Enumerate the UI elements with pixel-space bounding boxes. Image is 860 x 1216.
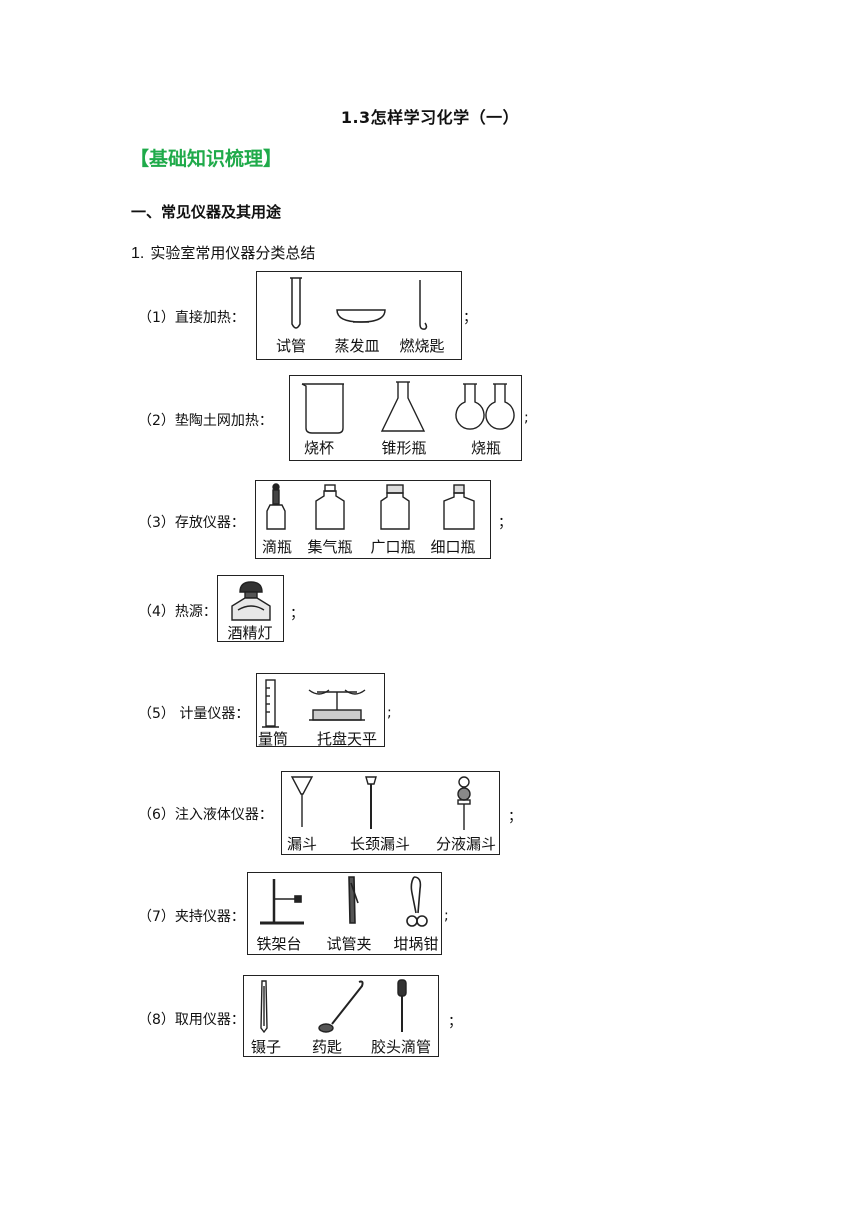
row-label-heat-source: （4）热源： bbox=[138, 604, 217, 620]
row-semicolon: ； bbox=[290, 606, 304, 622]
caption-long-neck-funnel: 长颈漏斗 bbox=[349, 835, 411, 853]
section-header: 【基础知识梳理】 bbox=[130, 148, 283, 170]
beaker-flask-icons bbox=[301, 381, 515, 434]
caption-dropper-bottle: 滴瓶 bbox=[261, 538, 293, 556]
caption-platform-balance: 托盘天平 bbox=[316, 730, 378, 748]
row-semicolon: ； bbox=[448, 1014, 462, 1030]
caption-round-flask: 烧瓶 bbox=[470, 439, 502, 457]
row-semicolon: ； bbox=[463, 310, 477, 326]
subsection-number: 1. bbox=[131, 245, 145, 262]
caption-beaker: 烧杯 bbox=[303, 439, 335, 457]
caption-dropper: 胶头滴管 bbox=[370, 1038, 432, 1056]
row-semicolon: ; bbox=[524, 410, 529, 426]
caption-tweezers: 镊子 bbox=[250, 1038, 282, 1056]
instrument-box-taking: 镊子 药匙 胶头滴管 bbox=[243, 975, 439, 1057]
caption-wide-mouth-bottle: 广口瓶 bbox=[370, 538, 416, 556]
row-semicolon: ; bbox=[444, 908, 449, 924]
row-label-storage: （3）存放仪器： bbox=[138, 515, 245, 531]
test-tube-evaporating-dish-spoon-icons bbox=[290, 277, 428, 330]
alcohol-lamp-icon bbox=[231, 581, 271, 621]
instrument-box-liquid-addition: 漏斗 长颈漏斗 分液漏斗 bbox=[281, 771, 500, 855]
caption-gas-jar: 集气瓶 bbox=[307, 538, 353, 556]
graduated-cylinder-balance-icons bbox=[262, 679, 366, 728]
row-label-measuring: （5） 计量仪器： bbox=[138, 706, 250, 722]
caption-evaporating-dish: 蒸发皿 bbox=[334, 337, 380, 355]
caption-medicine-spoon: 药匙 bbox=[311, 1038, 343, 1056]
caption-iron-stand: 铁架台 bbox=[256, 935, 302, 953]
row-label-gauze-heating: （2）垫陶土网加热： bbox=[138, 413, 273, 429]
caption-conical-flask: 锥形瓶 bbox=[381, 439, 427, 457]
subsection-text: 实验室常用仪器分类总结 bbox=[150, 244, 316, 262]
caption-separatory-funnel: 分液漏斗 bbox=[435, 835, 497, 853]
bottle-icons bbox=[266, 483, 475, 530]
instrument-box-direct-heating: 试管 蒸发皿 燃烧匙 bbox=[256, 271, 462, 360]
caption-crucible-tongs: 坩埚钳 bbox=[393, 935, 439, 953]
stand-clamp-tongs-icons bbox=[260, 876, 428, 927]
instrument-box-gauze-heating: 烧杯 锥形瓶 烧瓶 bbox=[289, 375, 522, 461]
row-label-liquid-addition: （6）注入液体仪器： bbox=[138, 807, 273, 823]
instrument-box-holding: 铁架台 试管夹 坩埚钳 bbox=[247, 872, 442, 955]
instrument-box-heat-source: 酒精灯 bbox=[217, 575, 284, 642]
row-label-taking: （8）取用仪器： bbox=[138, 1012, 245, 1028]
funnel-icons bbox=[290, 776, 471, 830]
page-title: 1.3怎样学习化学（一） bbox=[340, 108, 520, 127]
caption-narrow-mouth-bottle: 细口瓶 bbox=[430, 538, 476, 556]
tweezers-spoon-dropper-icons bbox=[260, 979, 407, 1034]
caption-funnel: 漏斗 bbox=[286, 835, 318, 853]
section-heading: 一、常见仪器及其用途 bbox=[131, 203, 282, 221]
caption-alcohol-lamp: 酒精灯 bbox=[227, 624, 273, 642]
subsection-heading: 1. 实验室常用仪器分类总结 bbox=[131, 242, 315, 263]
caption-test-tube-clamp: 试管夹 bbox=[326, 935, 372, 953]
caption-combustion-spoon: 燃烧匙 bbox=[399, 337, 445, 355]
instrument-box-storage: 滴瓶 集气瓶 广口瓶 细口瓶 bbox=[255, 480, 491, 559]
caption-test-tube: 试管 bbox=[275, 337, 307, 355]
instrument-box-measuring: 量筒 托盘天平 bbox=[256, 673, 385, 748]
row-label-holding: （7）夹持仪器： bbox=[138, 909, 245, 925]
row-label-direct-heating: （1）直接加热： bbox=[138, 310, 245, 326]
caption-graduated-cylinder: 量筒 bbox=[257, 730, 289, 748]
row-semicolon: ； bbox=[498, 515, 512, 531]
row-semicolon: ; bbox=[387, 705, 392, 721]
row-semicolon: ； bbox=[508, 809, 522, 825]
